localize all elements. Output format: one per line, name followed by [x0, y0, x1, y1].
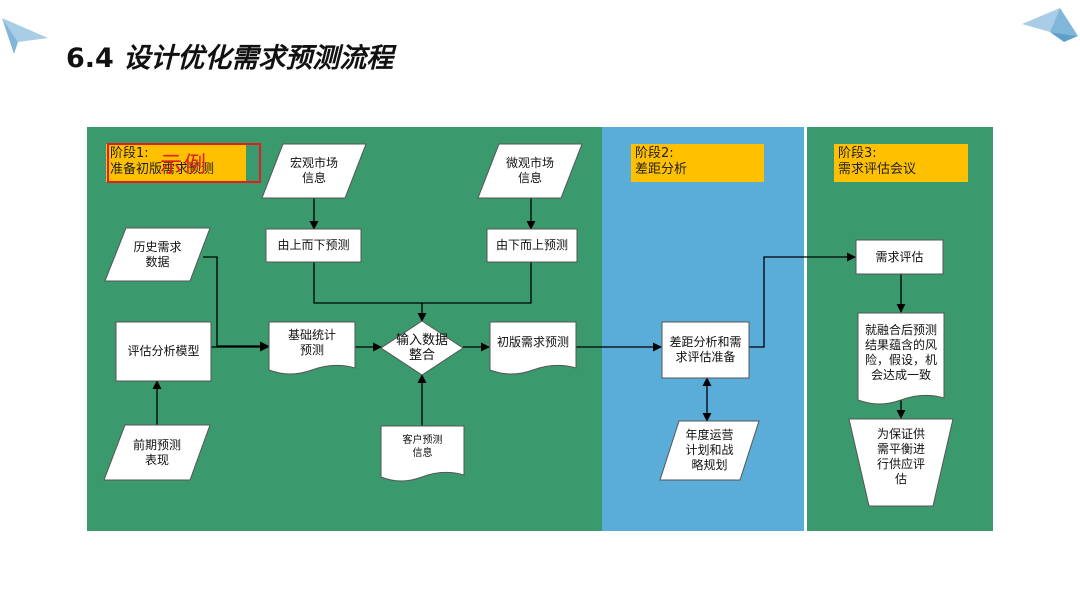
- bottomup-shape: [486, 228, 578, 263]
- initial-forecast-shape: [489, 321, 577, 375]
- line-topdown-merge: [313, 262, 532, 304]
- arrow-gap-to-demand-eval: [749, 252, 856, 348]
- stage3-label-line2: 需求评估会议: [838, 162, 917, 177]
- bottomup-node: 由下而上预测: [495, 238, 568, 252]
- topdown-shape: [265, 228, 362, 263]
- example-stamp: 示例: [107, 143, 261, 183]
- supply-eval-node: 为保证供 需平衡进 行供应评 估: [876, 426, 925, 486]
- supply-eval-shape: [848, 418, 954, 507]
- gap-analysis-node: 差距分析和需 求评估准备: [669, 335, 742, 364]
- stage1-label-line2: 准备初版需求预测: [110, 162, 215, 177]
- paper-plane-icon-right: [1022, 8, 1078, 42]
- eval-model-shape: [115, 321, 212, 382]
- micro-info-shape: [477, 143, 583, 199]
- eval-model-node: 评估分析模型: [127, 344, 200, 358]
- micro-info-node: 微观市场 信息: [505, 156, 554, 185]
- input-merge-node: 输入数据 整合: [395, 333, 448, 363]
- annual-plan-node: 年度运营 计划和战 略规划: [685, 428, 734, 472]
- demand-eval-shape: [855, 239, 944, 275]
- topdown-node: 由上而下预测: [277, 238, 350, 252]
- annual-plan-shape: [659, 420, 760, 481]
- stage3-label: 阶段3: 需求评估会议: [834, 144, 968, 182]
- initial-forecast-node: 初版需求预测: [496, 334, 569, 349]
- paper-plane-icon-left: [2, 18, 48, 54]
- input-merge-shape: [380, 320, 464, 376]
- demand-eval-node: 需求评估: [875, 249, 924, 264]
- stage2-label-line1: 阶段2:: [635, 146, 674, 161]
- consensus-shape: [857, 312, 945, 405]
- stage1-label: 阶段1: 准备初版需求预测: [106, 144, 246, 182]
- past-performance-shape: [103, 424, 211, 481]
- history-data-shape: [104, 227, 211, 282]
- consensus-node: 就融合后预测 结果蕴含的风 险，假设，机 会达成一致: [864, 323, 937, 382]
- customer-forecast-node: 客户预测 信息: [402, 435, 443, 459]
- baseline-forecast-node: 基础统计 预测: [287, 328, 336, 357]
- title-number: 6.4: [66, 43, 114, 74]
- macro-info-node: 宏观市场 信息: [289, 156, 338, 185]
- stage2-label: 阶段2: 差距分析: [631, 144, 764, 182]
- arrow-history-to-baseline: [203, 256, 269, 351]
- stage2-label-line2: 差距分析: [635, 162, 688, 177]
- baseline-forecast-shape: [268, 321, 356, 375]
- stage1-label-line1: 阶段1:: [110, 146, 149, 161]
- title-text: 设计优化需求预测流程: [123, 43, 394, 74]
- gap-analysis-shape: [661, 321, 750, 379]
- page-title: 6.4 设计优化需求预测流程: [66, 36, 393, 75]
- history-data-node: 历史需求 数据: [133, 239, 182, 269]
- macro-info-shape: [261, 143, 367, 199]
- stage3-label-line1: 阶段3:: [838, 146, 877, 161]
- past-performance-node: 前期预测 表现: [132, 437, 181, 467]
- customer-forecast-shape: [380, 425, 465, 482]
